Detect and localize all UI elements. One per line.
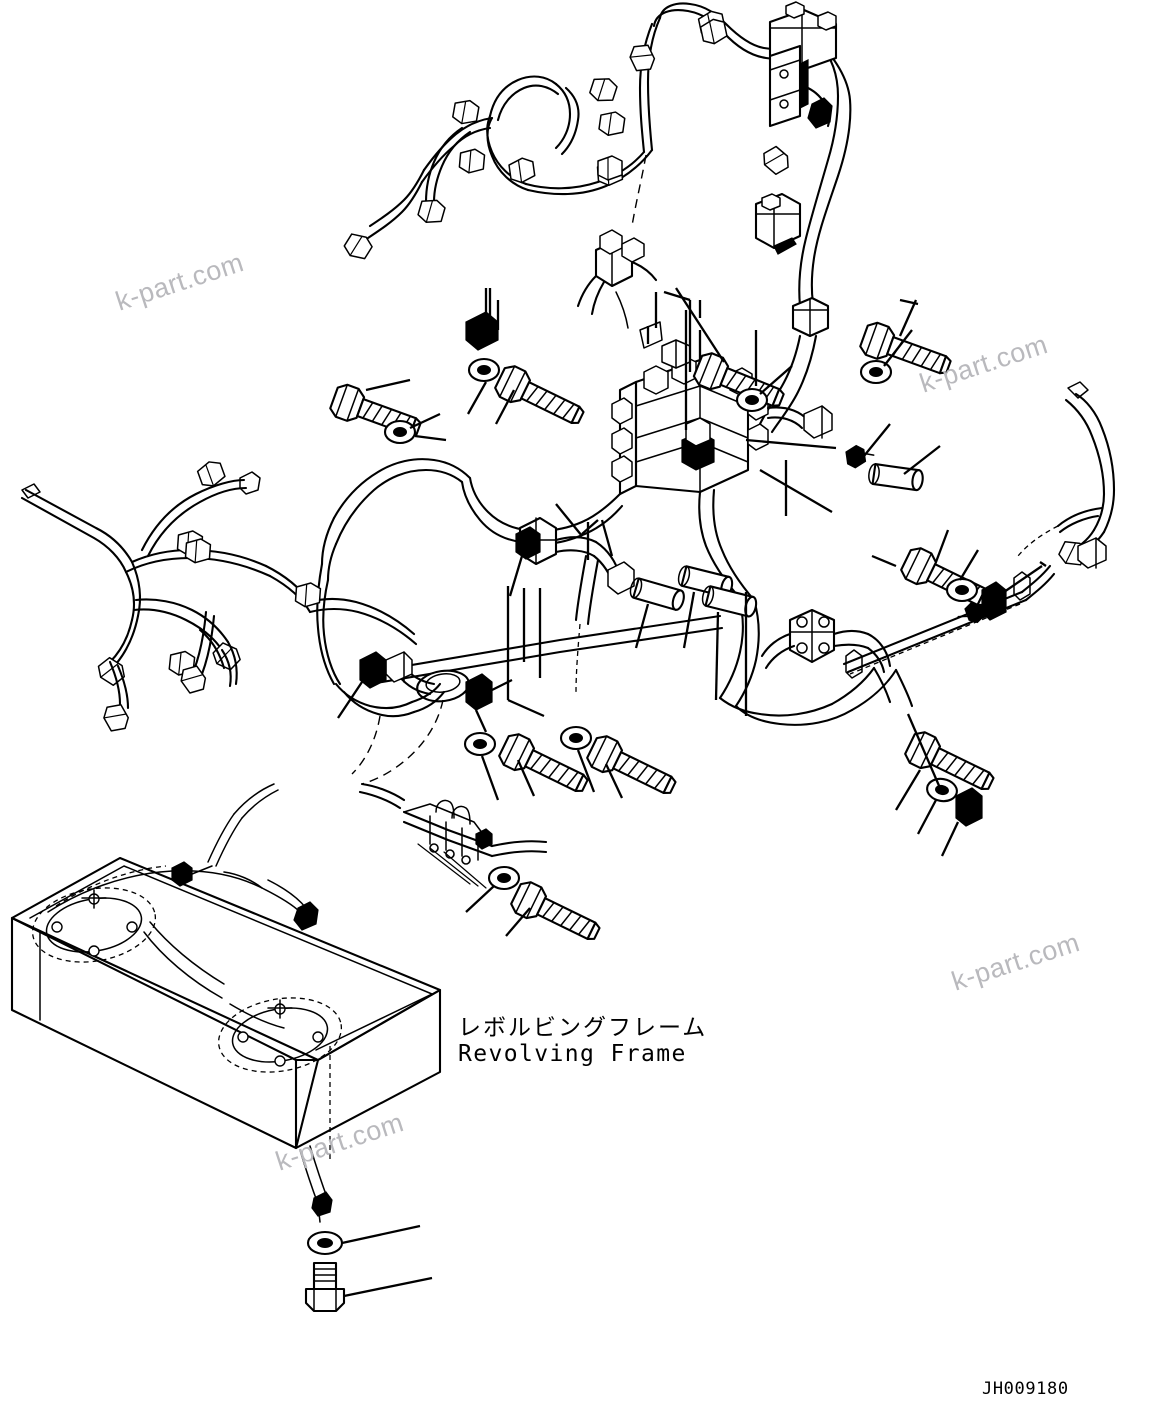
clamp-bracket-cluster (402, 799, 548, 889)
assembly-caption-japanese: レボルビングフレーム (458, 1015, 708, 1041)
upper-harness-group (340, 1, 852, 434)
revolving-frame-body (10, 783, 442, 1160)
sheet-code-label: JH009180 (982, 1379, 1069, 1399)
leader-lines (488, 288, 1047, 789)
left-harness-branch (20, 457, 418, 733)
fastener-callouts (327, 287, 1043, 950)
bottom-bolt-assembly (299, 1145, 433, 1313)
main-hose-network (316, 405, 914, 810)
assembly-caption-english: Revolving Frame (458, 1040, 687, 1067)
assembly-caption: レボルビングフレーム Revolving Frame (458, 1015, 708, 1068)
